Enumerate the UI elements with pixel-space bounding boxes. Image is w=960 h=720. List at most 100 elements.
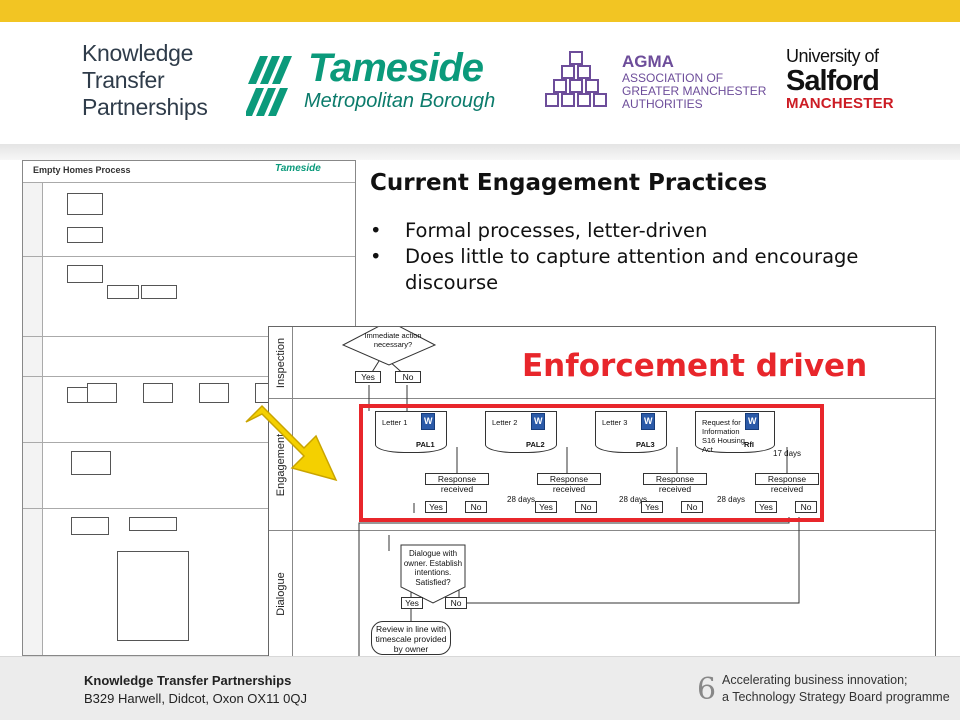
bullet-list: Formal processes, letter-driven Does lit… <box>370 218 930 296</box>
thumbnail-box <box>67 193 103 215</box>
thumbnail-box <box>117 551 189 641</box>
agma-line: AUTHORITIES <box>622 97 703 111</box>
dialogue-decision-shape <box>400 544 466 604</box>
thumbnail-lane <box>23 509 355 655</box>
thumbnail-logo: Tameside <box>275 163 321 174</box>
lane-inspection: Inspection <box>269 327 935 399</box>
salford-logo-top: University of <box>786 46 879 66</box>
engagement-highlight <box>359 404 824 522</box>
days-label: 28 days <box>717 495 746 504</box>
word-document-icon <box>421 413 435 430</box>
document-label: Letter 3 <box>602 418 628 427</box>
bullet-item: Does little to capture attention and enc… <box>370 244 930 296</box>
response-received-box: Response received <box>537 473 601 494</box>
dialogue-text: Dialogue with owner. Establish intention… <box>403 549 463 587</box>
thumbnail-lane <box>23 183 355 257</box>
salford-logo-city: MANCHESTER <box>786 95 894 112</box>
tameside-stripes-icon <box>246 56 292 116</box>
yes-box: Yes <box>755 501 777 513</box>
salford-logo-name: Salford <box>786 65 880 97</box>
thumbnail-lane <box>23 377 355 443</box>
thumbnail-box <box>87 383 117 403</box>
word-document-icon <box>745 413 759 430</box>
thumbnail-box <box>199 383 229 403</box>
no-box: No <box>445 597 467 609</box>
footer-tagline-line: a Technology Strategy Board programme <box>722 690 950 704</box>
request-document: Request for Information S16 Housing Act … <box>695 411 775 454</box>
thumbnail-box <box>107 285 139 299</box>
agma-cubes-icon <box>545 51 607 107</box>
slide-title: Current Engagement Practices <box>370 170 768 196</box>
letter-document: Letter 3 PAL3 <box>595 411 667 453</box>
document-code: PAL3 <box>636 440 655 449</box>
thumbnail-box <box>143 383 173 403</box>
footer-address: B329 Harwell, Didcot, Oxon OX11 0QJ <box>84 691 308 706</box>
days-label: 28 days <box>619 495 648 504</box>
ktp-logo-line: Transfer <box>82 67 165 93</box>
decision-diamond <box>341 327 437 366</box>
bullet-item: Formal processes, letter-driven <box>370 218 930 244</box>
thumbnail-box <box>67 265 103 283</box>
page-number: 6 <box>697 672 717 707</box>
arrow-icon <box>245 404 338 482</box>
agma-logo: AGMA ASSOCIATION OF GREATER MANCHESTER A… <box>540 48 780 118</box>
document-label: Letter 2 <box>492 418 518 427</box>
tameside-subtitle: Metropolitan Borough <box>304 90 496 112</box>
no-box: No <box>465 501 487 513</box>
tameside-name: Tameside <box>308 46 484 90</box>
thumbnail-box <box>71 517 109 535</box>
agma-title: AGMA <box>622 52 674 71</box>
footer-address-block: Knowledge Transfer Partnerships B329 Har… <box>84 672 307 708</box>
days-label: 28 days <box>507 495 536 504</box>
footer-band <box>0 656 960 720</box>
letter-document: Letter 2 PAL2 <box>485 411 557 453</box>
header-divider <box>0 144 960 160</box>
document-label: Letter 1 <box>382 418 408 427</box>
response-received-box: Response received <box>425 473 489 494</box>
no-box: No <box>575 501 597 513</box>
footer-tagline: Accelerating business innovation; a Tech… <box>722 672 950 706</box>
letter-document: Letter 1 PAL1 <box>375 411 447 453</box>
agma-line: ASSOCIATION OF <box>622 71 724 85</box>
lane-engagement: Engagement <box>269 399 935 531</box>
thumbnail-box <box>67 227 103 243</box>
no-box: No <box>681 501 703 513</box>
salford-logo: University of Salford MANCHESTER <box>786 46 916 112</box>
enforcement-callout: Enforcement driven <box>522 348 868 384</box>
yes-box: Yes <box>641 501 663 513</box>
yes-box: Yes <box>355 371 381 383</box>
agma-line: GREATER MANCHESTER <box>622 84 767 98</box>
thumbnail-lane <box>23 443 355 509</box>
decision-text: Immediate action necessary? <box>364 331 422 349</box>
word-document-icon <box>531 413 545 430</box>
footer-tagline-line: Accelerating business innovation; <box>722 673 908 687</box>
yes-box: Yes <box>535 501 557 513</box>
yes-box: Yes <box>425 501 447 513</box>
ktp-logo: Knowledge Transfer Partnerships <box>82 40 232 121</box>
document-code: PAL1 <box>416 440 435 449</box>
lane-dialogue: Dialogue <box>269 531 935 656</box>
document-label: Request for Information S16 Housing Act <box>702 418 745 454</box>
thumbnail-lane <box>23 257 355 337</box>
response-received-box: Response received <box>755 473 819 494</box>
logo-band <box>0 22 960 144</box>
no-box: No <box>795 501 817 513</box>
thumbnail-title: Empty Homes Process <box>33 165 131 175</box>
footer-org: Knowledge Transfer Partnerships <box>84 673 292 688</box>
thumbnail-box <box>141 285 177 299</box>
thumbnail-header: Empty Homes Process Tameside <box>23 161 355 183</box>
no-box: No <box>395 371 421 383</box>
thumbnail-box <box>71 451 111 475</box>
review-box: Review in line with timescale provided b… <box>371 621 451 655</box>
word-document-icon <box>641 413 655 430</box>
response-received-box: Response received <box>643 473 707 494</box>
yes-box: Yes <box>401 597 423 609</box>
document-code: PAL2 <box>526 440 545 449</box>
thumbnail-box <box>129 517 177 531</box>
tameside-logo: Tameside Metropolitan Borough <box>246 46 516 120</box>
ktp-logo-line: Knowledge <box>82 40 194 66</box>
thumbnail-lane <box>23 337 355 377</box>
ktp-logo-line: Partnerships <box>82 94 208 120</box>
process-diagram-detail: Inspection Engagement Dialogue Immediate… <box>268 326 936 656</box>
top-accent-bar <box>0 0 960 22</box>
